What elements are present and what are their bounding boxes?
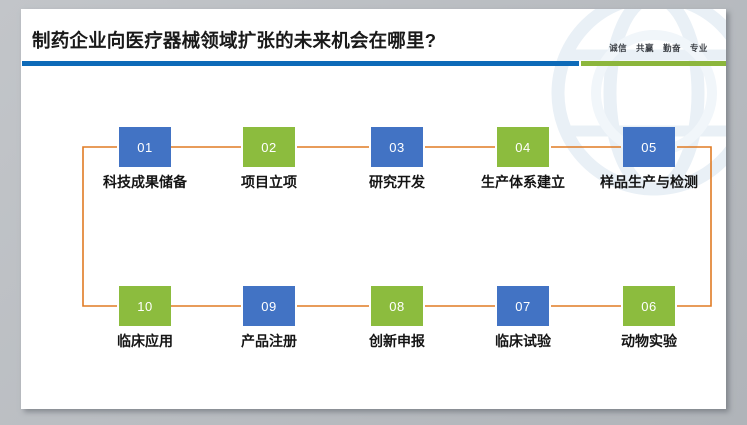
slogan-word-1: 诚信 (609, 43, 628, 53)
flow-connector-lines (82, 146, 712, 307)
flow-node-label: 动物实验 (621, 333, 677, 349)
flow-node-number: 04 (497, 127, 549, 167)
flow-node-number: 05 (623, 127, 675, 167)
flow-node-01[interactable]: 01 科技成果储备 (103, 127, 187, 190)
flow-node-04[interactable]: 04 生产体系建立 (481, 127, 565, 190)
flow-node-09[interactable]: 09 产品注册 (241, 286, 297, 349)
slogan-text: 诚信 共赢 勤奋 专业 (591, 42, 726, 54)
slide-page: 制药企业向医疗器械领域扩张的未来机会在哪里? 诚信 共赢 勤奋 专业 (21, 9, 726, 409)
flow-node-label: 临床试验 (495, 333, 551, 349)
flow-node-number: 02 (243, 127, 295, 167)
flow-node-10[interactable]: 10 临床应用 (117, 286, 173, 349)
flow-node-07[interactable]: 07 临床试验 (495, 286, 551, 349)
flow-node-label: 样品生产与检测 (600, 174, 698, 190)
flow-node-06[interactable]: 06 动物实验 (621, 286, 677, 349)
flow-node-label: 创新申报 (369, 333, 425, 349)
flow-node-number: 10 (119, 286, 171, 326)
flow-node-number: 08 (371, 286, 423, 326)
process-flow-diagram: 01 科技成果储备 02 项目立项 03 研究开发 04 生产体系建立 05 样… (21, 69, 726, 409)
flow-node-05[interactable]: 05 样品生产与检测 (600, 127, 698, 190)
flow-node-number: 09 (243, 286, 295, 326)
flow-node-label: 项目立项 (241, 174, 297, 190)
title-rule-blue (22, 61, 579, 66)
flow-node-number: 03 (371, 127, 423, 167)
slogan-word-3: 勤奋 (662, 43, 681, 53)
title-rule-green (581, 61, 726, 66)
slide-header: 制药企业向医疗器械领域扩张的未来机会在哪里? 诚信 共赢 勤奋 专业 (21, 9, 726, 69)
flow-node-label: 临床应用 (117, 333, 173, 349)
flow-node-label: 科技成果储备 (103, 174, 187, 190)
flow-node-number: 06 (623, 286, 675, 326)
slogan-word-2: 共赢 (636, 43, 655, 53)
flow-node-number: 01 (119, 127, 171, 167)
flow-node-03[interactable]: 03 研究开发 (369, 127, 425, 190)
flow-node-label: 产品注册 (241, 333, 297, 349)
page-title: 制药企业向医疗器械领域扩张的未来机会在哪里? (32, 30, 437, 51)
flow-node-08[interactable]: 08 创新申报 (369, 286, 425, 349)
flow-node-02[interactable]: 02 项目立项 (241, 127, 297, 190)
slogan-word-4: 专业 (689, 43, 708, 53)
flow-node-number: 07 (497, 286, 549, 326)
flow-node-label: 研究开发 (369, 174, 425, 190)
flow-node-label: 生产体系建立 (481, 174, 565, 190)
